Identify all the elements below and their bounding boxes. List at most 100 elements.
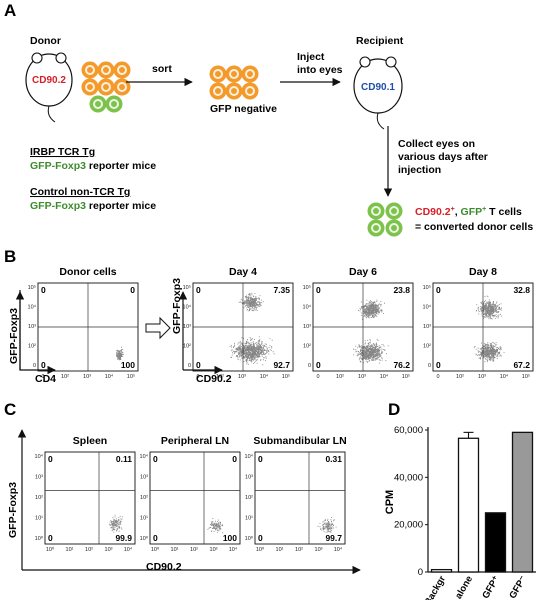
c-plot-1-ytick: 10³ (140, 475, 148, 481)
b-plot-2-ytick: 0 (308, 363, 311, 369)
donor-mouse-icon (25, 52, 73, 123)
c-plot-2-q-ul: 0 (258, 454, 263, 464)
b-plot-1-q-ul: 0 (196, 285, 201, 295)
b-plot-3-q-ll: 0 (436, 360, 441, 370)
d-ytick-label: 0 (418, 567, 423, 578)
b-plot-0-xtick: 10³ (83, 374, 91, 380)
b-hollow-arrow-icon (145, 316, 171, 340)
c-plot-1-xtick: 10⁰ (151, 546, 160, 553)
event-cloud (473, 341, 505, 363)
event-cloud (229, 336, 275, 366)
b-plot-0-q-ul: 0 (41, 285, 46, 295)
collect-line2: various days after (398, 151, 488, 163)
d-ytick-label: 60,000 (394, 425, 423, 436)
converted-green-cell-icon (385, 202, 403, 220)
b-plot-2-q-ul: 0 (316, 285, 321, 295)
c-plot-0-xtick: 10³ (105, 547, 113, 553)
d-ytick-label: 20,000 (394, 520, 423, 531)
donor-orange-cell-icon (113, 78, 131, 96)
irbp-line: GFP-Foxp3 reporter mice (30, 160, 156, 172)
converted-cell-cluster (367, 202, 403, 237)
panel-b-letter: B (4, 247, 16, 266)
d-category-label: Backgr (422, 574, 448, 600)
c-plot-2-xtick: 10² (295, 547, 303, 553)
c-plot-1-q-ul: 0 (153, 454, 158, 464)
recipient-title: Recipient (356, 35, 404, 47)
gfp-negative-label: GFP negative (210, 103, 277, 115)
b-plot-1-ytick: 10⁵ (183, 284, 191, 291)
c-plot-0-q-ul: 0 (48, 454, 53, 464)
c-plot-2-xtick: 10⁰ (256, 546, 265, 553)
converted-green-cell-icon (367, 202, 385, 220)
b-plot-0-xtick: 0 (41, 374, 44, 380)
c-plot-1-xtick: 10¹ (171, 547, 179, 553)
c-plot-2-ytick: 10¹ (245, 516, 253, 522)
event-cloud (475, 295, 503, 320)
b-plot-2-q-lr: 76.2 (393, 360, 410, 370)
b-plot-3-ytick: 10³ (423, 324, 431, 330)
c-plot-0-title: Spleen (73, 435, 107, 447)
collect-line3: injection (398, 164, 441, 176)
c-plot-2-q-lr: 99.7 (325, 533, 342, 543)
c-plot-2-q-ur: 0.31 (325, 454, 342, 464)
b-plot-3-ytick: 10² (423, 344, 431, 350)
irbp-title: IRBP TCR Tg (30, 146, 95, 158)
sorted-orange-cell-icon (225, 65, 243, 83)
b-plot-3-xtick: 10⁴ (500, 373, 509, 380)
sorted-orange-cell-icon (209, 82, 227, 100)
converted-line2: = converted donor cells (415, 221, 533, 233)
b-plot-0-ytick: 10⁴ (28, 304, 37, 311)
donor-green-cell-icon (89, 95, 107, 113)
d-ylabel: CPM (384, 490, 396, 514)
inject-line1: Inject (297, 51, 325, 63)
donor-orange-cell-icon (113, 61, 131, 79)
b-plot-3-ytick: 10⁵ (423, 284, 431, 291)
b-plot-0-ytick: 10³ (28, 324, 36, 330)
b-plot-0-ytick: 0 (33, 363, 36, 369)
b-plot-2-q-ll: 0 (316, 360, 321, 370)
c-plot-2-ytick: 10³ (245, 475, 253, 481)
b-plot-1-q-ur: 7.35 (273, 285, 290, 295)
b-plot-2-xtick: 10² (336, 374, 344, 380)
c-plot-1-xtick: 10² (190, 547, 198, 553)
b-plot-1-xtick: 10⁵ (282, 373, 290, 380)
b-plot-0-xtick: 10² (61, 374, 69, 380)
sorted-orange-cell-icon (241, 82, 259, 100)
c-plot-2-q-ll: 0 (258, 533, 263, 543)
b-plot-1-q-lr: 92.7 (273, 360, 290, 370)
b-plot-2-q-ur: 23.8 (393, 285, 410, 295)
b-plot-2-ytick: 10² (303, 344, 311, 350)
b-plot-2-xtick: 10⁴ (380, 373, 389, 380)
c-plot-1-ytick: 10⁰ (140, 535, 149, 542)
b-plot-3-ytick: 10⁴ (423, 304, 432, 311)
donor-green-cell-icon (105, 95, 123, 113)
c-plot-2-ytick: 10² (245, 495, 253, 501)
c-plot-0-ytick: 10⁴ (35, 453, 44, 460)
b-plot-1-xtick: 10³ (238, 374, 246, 380)
event-cloud (317, 517, 337, 533)
c-plot-1-title: Peripheral LN (161, 435, 229, 447)
b-plot-0-title: Donor cells (59, 266, 116, 278)
c-plot-0-frame (44, 451, 136, 545)
b-plot-2-ytick: 10⁴ (303, 304, 312, 311)
panel-a-letter: A (4, 1, 16, 20)
b-plot-0-xtick: 10⁴ (105, 373, 114, 380)
donor-orange-cell-icon (81, 61, 99, 79)
c-ylabel: GFP-Foxp3 (7, 482, 19, 538)
b-plot-0-xtick: 10⁵ (127, 373, 135, 380)
converted-green-cell-icon (385, 219, 403, 237)
c-plot-0-xtick: 10¹ (66, 547, 74, 553)
b-plot-1-xtick: 10⁴ (260, 373, 269, 380)
b-plot-0-ytick: 10⁵ (28, 284, 36, 291)
b-plot-2-title: Day 6 (349, 266, 377, 278)
c-plot-2-xtick: 10³ (315, 547, 323, 553)
control-line: GFP-Foxp3 reporter mice (30, 200, 156, 212)
b-plot-3-xtick: 0 (436, 374, 439, 380)
c-xlabel: CD90.2 (146, 561, 182, 573)
c-plot-1-q-ll: 0 (153, 533, 158, 543)
c-plot-0-ytick: 10¹ (35, 516, 43, 522)
c-plot-1-q-ur: 0 (232, 454, 237, 464)
sorted-orange-cell-icon (209, 65, 227, 83)
